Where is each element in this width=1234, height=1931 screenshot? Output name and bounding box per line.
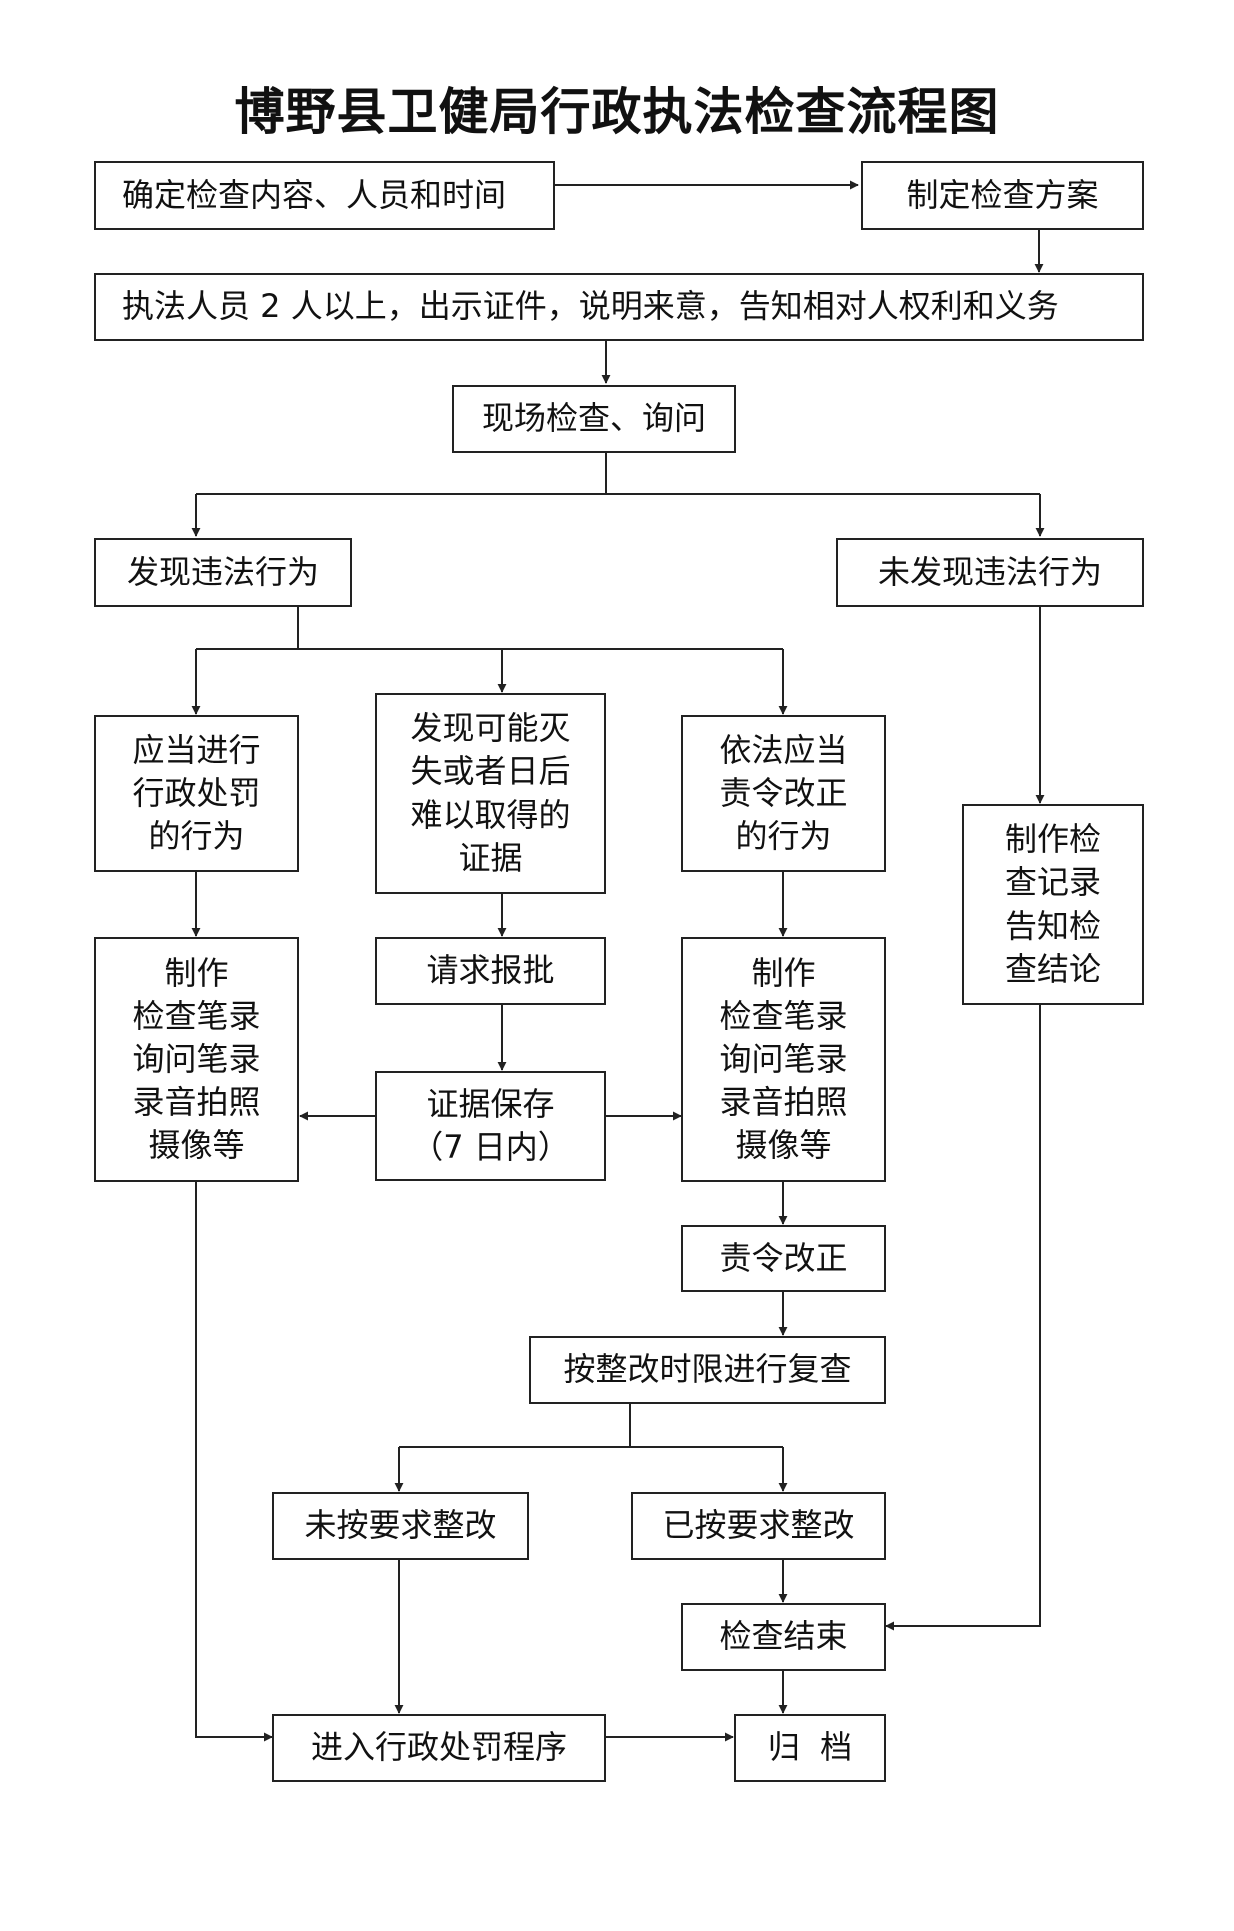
node-reinspect: 按整改时限进行复查 — [529, 1336, 886, 1404]
node-label: 进入行政处罚程序 — [310, 1728, 567, 1767]
node-not-corrected: 未按要求整改 — [272, 1492, 529, 1560]
node-label: 证据保存 （7 日内） — [411, 1084, 570, 1166]
node-evidence-risk: 发现可能灭 失或者日后 难以取得的 证据 — [375, 693, 606, 894]
node-label: 检查结束 — [719, 1617, 848, 1656]
node-corrected: 已按要求整改 — [631, 1492, 886, 1560]
node-label: 应当进行 行政处罚 的行为 — [132, 730, 261, 856]
node-evidence-preserve: 证据保存 （7 日内） — [375, 1071, 606, 1181]
node-penalty-behavior: 应当进行 行政处罚 的行为 — [94, 715, 299, 872]
node-label: 执法人员 2 人以上，出示证件，说明来意，告知相对人权利和义务 — [122, 287, 1059, 326]
node-records-right: 制作 检查笔录 询问笔录 录音拍照 摄像等 — [681, 937, 886, 1182]
node-label: 请求报批 — [426, 951, 555, 990]
node-label: 按整改时限进行复查 — [563, 1350, 852, 1389]
connector — [885, 1005, 1041, 1631]
node-label: 未发现违法行为 — [877, 552, 1102, 591]
node-order-correction: 责令改正 — [681, 1225, 886, 1292]
connector — [195, 1181, 273, 1742]
node-label: 归 档 — [767, 1728, 853, 1767]
node-penalty-procedure: 进入行政处罚程序 — [272, 1714, 606, 1782]
node-label: 确定检查内容、人员和时间 — [122, 175, 507, 214]
node-determine-content: 确定检查内容、人员和时间 — [94, 161, 555, 230]
node-label: 已按要求整改 — [662, 1506, 855, 1545]
node-no-violation: 未发现违法行为 — [836, 538, 1144, 607]
node-correction-behavior: 依法应当 责令改正 的行为 — [681, 715, 886, 872]
node-label: 未按要求整改 — [304, 1506, 497, 1545]
node-label: 发现违法行为 — [126, 552, 319, 591]
node-label: 发现可能灭 失或者日后 难以取得的 证据 — [410, 709, 571, 877]
node-label: 责令改正 — [719, 1238, 848, 1277]
node-record-conclusion: 制作检 查记录 告知检 查结论 — [962, 804, 1144, 1005]
node-inspection-end: 检查结束 — [681, 1603, 886, 1671]
node-label: 制作检 查记录 告知检 查结论 — [1004, 820, 1101, 988]
node-archive: 归 档 — [734, 1714, 886, 1782]
node-label: 制定检查方案 — [906, 175, 1099, 214]
page-title: 博野县卫健局行政执法检查流程图 — [234, 83, 1000, 141]
node-label: 依法应当 责令改正 的行为 — [719, 730, 848, 856]
node-label: 制作 检查笔录 询问笔录 录音拍照 摄像等 — [719, 953, 848, 1165]
node-label: 制作 检查笔录 询问笔录 录音拍照 摄像等 — [132, 953, 261, 1165]
node-officers-notice: 执法人员 2 人以上，出示证件，说明来意，告知相对人权利和义务 — [94, 273, 1144, 341]
node-violation-found: 发现违法行为 — [94, 538, 352, 607]
node-make-plan: 制定检查方案 — [861, 161, 1144, 230]
node-onsite-inspection: 现场检查、询问 — [452, 385, 736, 453]
node-request-approval: 请求报批 — [375, 937, 606, 1005]
node-label: 现场检查、询问 — [481, 399, 706, 438]
node-records-left: 制作 检查笔录 询问笔录 录音拍照 摄像等 — [94, 937, 299, 1182]
